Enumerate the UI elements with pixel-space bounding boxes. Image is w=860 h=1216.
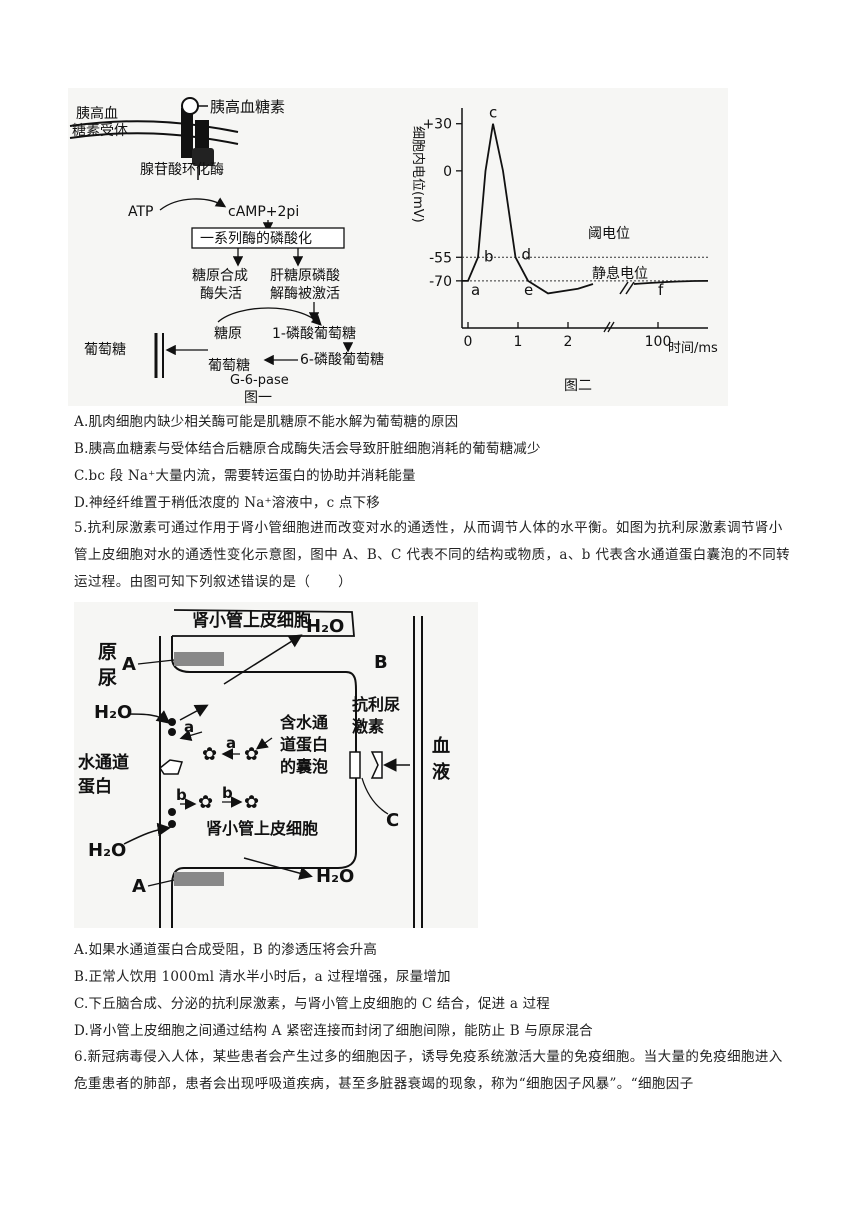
q5-option-b: B.正常人饮用 1000ml 清水半小时后，a 过程增强，尿量增加 <box>74 969 451 985</box>
x-axis-label: 时间/ms <box>668 341 718 356</box>
synthase-line-2: 酶失活 <box>200 286 242 302</box>
resting-label: 静息电位 <box>592 265 648 282</box>
tight-junction-top <box>174 652 224 666</box>
glucose-in-label: 葡萄糖 <box>208 358 250 374</box>
glucagon-circle <box>181 97 199 115</box>
receptor-label-1: 胰高血 <box>76 105 118 122</box>
x-tick-label: 100 <box>645 334 672 350</box>
q4-option-b: B.胰高血糖素与受体结合后糖原合成酶失活会导致肝脏细胞消耗的葡萄糖减少 <box>74 441 541 457</box>
h2o-left-bottom: H₂O <box>88 840 126 861</box>
glucose-out-label: 葡萄糖 <box>84 342 126 358</box>
adh-shape <box>370 751 383 779</box>
y-tick-label: -70 <box>429 274 452 290</box>
point-label-d: d <box>522 245 532 263</box>
svg-text:✿: ✿ <box>244 744 259 765</box>
figure-1-caption: 图一 <box>244 390 272 406</box>
point-label-f: f <box>658 281 664 299</box>
y-tick-label: -55 <box>429 250 452 266</box>
resting-tail-curve <box>633 279 709 285</box>
figure-1-2-scan: 胰高血糖素 胰高血 糖素受体 腺苷酸环化酶 ATP cAMP+2pi 一系列酶的… <box>68 88 728 406</box>
action-potential-curve <box>462 123 594 295</box>
point-label-a: a <box>471 281 480 299</box>
label-A-top: A <box>122 654 136 675</box>
process-b-label-1: b <box>176 786 187 804</box>
cyclase-label: 腺苷酸环化酶 <box>140 162 224 178</box>
phosphorylase-line-2: 解酶被激活 <box>270 285 340 302</box>
x-tick-label: 0 <box>464 334 473 350</box>
blood-label-1: 血 <box>432 735 450 757</box>
urine-label-1: 原 <box>98 641 117 663</box>
vesicle-label-2: 道蛋白 <box>280 735 328 754</box>
point-label-e: e <box>524 281 533 299</box>
water-channel-shape <box>158 759 183 775</box>
svg-text:✿: ✿ <box>244 792 259 813</box>
figure-1: 胰高血糖素 胰高血 糖素受体 腺苷酸环化酶 ATP cAMP+2pi 一系列酶的… <box>69 97 384 406</box>
receptor-shape <box>181 108 193 158</box>
label-C: C <box>386 810 399 831</box>
vesicle-icon: ✿ ✿ ✿ ✿ <box>198 744 259 813</box>
process-a-label-2: a <box>226 734 236 752</box>
figure-3-scan: 肾小管上皮细胞 血 液 原 尿 A A B H₂O H₂O H₂O H₂O 水通… <box>74 602 478 928</box>
phosphorylation-box <box>191 227 345 249</box>
q5-option-d: D.肾小管上皮细胞之间通过结构 A 紧密连接而封闭了细胞间隙，能防止 B 与原尿… <box>74 1023 593 1039</box>
glycogen-label: 糖原 <box>214 326 242 342</box>
label-B: B <box>374 652 388 673</box>
svg-text:✿: ✿ <box>198 792 213 813</box>
phosphorylase-line-1: 肝糖原磷酸 <box>270 268 340 284</box>
atp-label: ATP <box>128 204 153 220</box>
q5-option-a: A.如果水通道蛋白合成受阻，B 的渗透压将会升高 <box>74 942 378 958</box>
svg-text:✿: ✿ <box>202 744 217 765</box>
channel-label-1: 水通道 <box>78 752 129 773</box>
adh-label-2: 激素 <box>352 717 384 736</box>
vesicle-label-3: 的囊泡 <box>280 757 328 776</box>
label-A-bottom: A <box>132 876 146 897</box>
g6pase-label: G-6-pase <box>230 373 289 388</box>
g6p-label: 6-磷酸葡萄糖 <box>300 352 384 368</box>
blood-label-2: 液 <box>432 761 451 783</box>
phosphorylation-text: 一系列酶的磷酸化 <box>200 231 312 247</box>
point-label-b: b <box>484 247 494 265</box>
figure-1-2-svg: 胰高血糖素 胰高血 糖素受体 腺苷酸环化酶 ATP cAMP+2pi 一系列酶的… <box>69 97 718 406</box>
g1p-label: 1-磷酸葡萄糖 <box>272 326 356 342</box>
process-b-label-2: b <box>222 784 233 802</box>
figure-2: 细胞内电位(mV) +30 0 -55 -70 0 1 2 100 阈电位 静息电位 ab c… <box>410 104 718 394</box>
h2o-left-top: H₂O <box>94 702 132 723</box>
x-tick-label: 2 <box>564 334 573 350</box>
threshold-label: 阈电位 <box>588 226 630 242</box>
channel-label-2: 蛋白 <box>78 776 112 797</box>
x-tick-label: 1 <box>514 334 523 350</box>
h2o-right-bottom: H₂O <box>316 866 354 887</box>
y-axis-label: 细胞内电位(mV) <box>410 126 426 223</box>
camp-label: cAMP+2pi <box>228 204 299 220</box>
synthase-line-1: 糖原合成 <box>192 268 248 284</box>
q4-option-c: C.bc 段 Na⁺大量内流，需要转运蛋白的协助并消耗能量 <box>74 468 416 484</box>
q4-option-a: A.肌肉细胞内缺少相关酶可能是肌糖原不能水解为葡萄糖的原因 <box>74 414 459 430</box>
figure-3-svg: 肾小管上皮细胞 血 液 原 尿 A A B H₂O H₂O H₂O H₂O 水通… <box>78 609 451 928</box>
q5-option-c: C.下丘脑合成、分泌的抗利尿激素，与肾小管上皮细胞的 C 结合，促进 a 过程 <box>74 996 550 1012</box>
h2o-top-right: H₂O <box>306 616 344 637</box>
receptor-C-shape <box>349 751 361 779</box>
figure-2-caption: 图二 <box>564 378 592 394</box>
tight-junction-bottom <box>174 872 224 886</box>
vesicle-label-1: 含水通 <box>280 713 328 732</box>
cell-label: 肾小管上皮细胞 <box>206 819 318 838</box>
y-tick-label: 0 <box>443 164 452 180</box>
adh-label-1: 抗利尿 <box>352 695 400 714</box>
q6-stem: 6.新冠病毒侵入人体，某些患者会产生过多的细胞因子，诱导免疫系统激活大量的免疫细… <box>74 1049 783 1092</box>
glucagon-label: 胰高血糖素 <box>210 98 285 116</box>
y-tick-label: +30 <box>422 117 452 133</box>
point-label-c: c <box>489 104 497 122</box>
urine-label-2: 尿 <box>98 667 117 689</box>
receptor-label-2: 糖素受体 <box>72 123 128 139</box>
q5-stem: 5.抗利尿激素可通过作用于肾小管细胞进而改变对水的通透性，从而调节人体的水平衡。… <box>74 520 791 590</box>
process-a-label-1: a <box>184 718 194 736</box>
figure-3-title: 肾小管上皮细胞 <box>192 610 311 631</box>
q4-option-d: D.神经纤维置于稍低浓度的 Na⁺溶液中，c 点下移 <box>74 495 380 511</box>
